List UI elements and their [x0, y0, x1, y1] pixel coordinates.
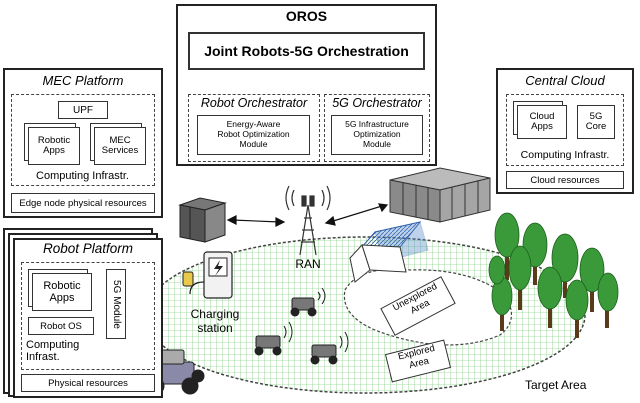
- robot-icon: [254, 321, 293, 356]
- house: [349, 221, 429, 283]
- upf-label: UPF: [73, 104, 93, 116]
- charging-station-label: Charging station: [180, 307, 250, 336]
- ran-label: RAN: [295, 257, 321, 271]
- cloud-apps-box: Cloud Apps: [517, 105, 567, 139]
- robot-computing-line2: Infrast.: [26, 351, 60, 364]
- mec-resources-box: Edge node physical resources: [11, 193, 155, 213]
- 5g-module-box: 5G Module: [106, 269, 126, 339]
- mec-platform-title: MEC Platform: [42, 73, 124, 88]
- cloud-resources-label: Cloud resources: [530, 174, 600, 186]
- joint-orchestration-box: Joint Robots-5G Orchestration: [188, 32, 425, 70]
- cloud-computing-label: Computing Infrastr.: [520, 149, 610, 161]
- ran-tower: [285, 185, 331, 256]
- mec-computing-label: Computing Infrastr.: [36, 170, 129, 182]
- robot-icon: [290, 287, 326, 317]
- 5g-core-box: 5G Core: [577, 105, 615, 139]
- cloud-server-icon: [389, 167, 491, 223]
- target-area-label: Target Area: [525, 378, 587, 392]
- mec-resources-label: Edge node physical resources: [19, 197, 147, 209]
- robot-orchestrator-label: Robot Orchestrator: [200, 96, 308, 110]
- robot-computing-panel: Robotic Apps Robot OS 5G Module Computin…: [21, 262, 155, 370]
- robot-computing-line1: Computing: [26, 339, 80, 351]
- 5g-module-line2: Optimization: [353, 129, 401, 140]
- robot-module-line2: Robot Optimization: [217, 129, 290, 140]
- cloud-resources-box: Cloud resources: [506, 171, 624, 189]
- robot-apps-box: Robotic Apps: [32, 273, 92, 311]
- 5g-module-line3: Module: [363, 138, 391, 149]
- charging-line2: station: [197, 320, 233, 335]
- 5g-orchestrator-label: 5G Orchestrator: [332, 96, 422, 110]
- robot-platform-frame: Robot Platform Robotic Apps Robot OS 5G …: [13, 238, 163, 398]
- robot-optimization-module: Energy-Aware Robot Optimization Module: [197, 115, 310, 155]
- central-cloud-frame: Central Cloud Cloud Apps 5G Core Computi…: [496, 68, 634, 194]
- mec-apps-line2: Apps: [43, 145, 65, 156]
- charging-station-icon: [182, 251, 233, 299]
- mec-services-line1: MEC: [109, 134, 131, 146]
- mec-apps-line1: Robotic: [37, 134, 71, 146]
- mec-services-box: MEC Services: [94, 127, 146, 165]
- robot-icon: [310, 331, 349, 365]
- edge-server-icon: [178, 197, 227, 243]
- mec-services-line2: Services: [101, 145, 139, 156]
- area-labels: [380, 276, 456, 383]
- robot-apps-line1: Robotic: [43, 279, 81, 292]
- mec-robotic-apps-box: Robotic Apps: [28, 127, 80, 165]
- 5g-module-line1: 5G Infrastructure: [345, 119, 409, 130]
- mec-computing-panel: UPF Robotic Apps MEC Services Computing …: [11, 94, 155, 186]
- robot-apps-line2: Apps: [49, 292, 75, 304]
- robot-os-label: Robot OS: [40, 320, 82, 332]
- cloud-apps-line2: Apps: [531, 121, 553, 132]
- joint-orchestration-label: Joint Robots-5G Orchestration: [204, 43, 409, 59]
- oros-title: OROS: [285, 8, 328, 24]
- 5g-module-label: 5G Module: [110, 279, 122, 329]
- robot-computing-label: Computing Infrast.: [26, 339, 79, 363]
- robot-platform-title: Robot Platform: [42, 241, 134, 256]
- 5g-optimization-module: 5G Infrastructure Optimization Module: [331, 115, 423, 155]
- link-arrows: [226, 203, 389, 227]
- robot-os-box: Robot OS: [28, 317, 94, 335]
- robot-module-line3: Module: [239, 138, 268, 149]
- robot-orchestrator-panel: Robot Orchestrator Energy-Aware Robot Op…: [188, 94, 320, 162]
- robot-module-line1: Energy-Aware: [226, 119, 281, 130]
- robot-resources-box: Physical resources: [21, 374, 155, 392]
- robot-resources-label: Physical resources: [48, 377, 128, 389]
- forest: [488, 212, 619, 338]
- cloud-apps-line1: Cloud: [529, 110, 555, 122]
- oros-frame: OROS Joint Robots-5G Orchestration Robot…: [176, 4, 437, 166]
- 5g-core-line1: 5G: [589, 110, 603, 122]
- upf-box: UPF: [58, 101, 108, 119]
- mec-platform-frame: MEC Platform UPF Robotic Apps MEC Servic…: [3, 68, 163, 218]
- cloud-computing-panel: Cloud Apps 5G Core Computing Infrastr.: [506, 94, 624, 166]
- 5g-orchestrator-panel: 5G Orchestrator 5G Infrastructure Optimi…: [324, 94, 430, 162]
- 5g-core-line2: Core: [585, 121, 607, 132]
- central-cloud-title: Central Cloud: [525, 73, 605, 88]
- charging-line1: Charging: [190, 307, 240, 321]
